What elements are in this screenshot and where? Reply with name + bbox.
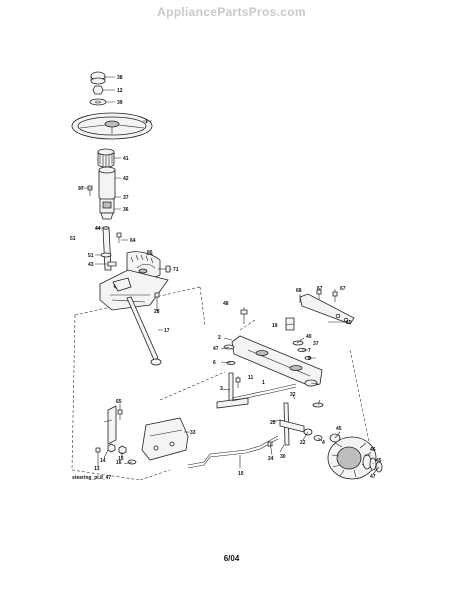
callout-25: 25	[270, 420, 276, 426]
pin-51[interactable]	[100, 252, 117, 267]
callout-30: 30	[280, 454, 286, 460]
diagram-id: steering_pl.8_47	[72, 475, 111, 481]
leader-lines	[78, 76, 380, 475]
callout-44: 44	[95, 226, 101, 232]
bolt-48[interactable]	[240, 309, 248, 324]
callout-5: 5	[308, 356, 311, 362]
callout-22: 22	[300, 440, 306, 446]
spacer-19[interactable]	[285, 317, 295, 331]
phantom-outline	[71, 286, 376, 481]
callout-65a: 65	[346, 320, 352, 326]
callout-33: 33	[190, 430, 196, 436]
steering-plate[interactable]	[99, 269, 169, 311]
control-rod-10[interactable]	[187, 435, 279, 469]
callout-37b: 37	[123, 195, 129, 201]
bolt-37a[interactable]	[87, 185, 93, 196]
callout-45a: 45	[336, 426, 342, 432]
drag-link[interactable]	[126, 296, 162, 366]
bolt-13[interactable]	[95, 447, 101, 458]
bolt-64[interactable]	[116, 232, 122, 243]
callout-40: 40	[306, 334, 312, 340]
spindle-right[interactable]	[279, 402, 305, 446]
callout-3: 3	[220, 386, 223, 392]
watermark: AppliancePartsPros.com	[157, 5, 306, 19]
callout-6: 6	[213, 360, 216, 366]
steering-boot[interactable]	[98, 166, 116, 201]
nut-14[interactable]	[107, 443, 116, 453]
spindle-left[interactable]	[216, 372, 249, 409]
steering-coupling[interactable]	[99, 198, 115, 220]
callout-32: 32	[290, 392, 296, 398]
callout-38: 38	[117, 75, 123, 81]
steering-cap[interactable]	[90, 71, 106, 85]
callout-7: 7	[308, 348, 311, 354]
callout-46: 46	[370, 447, 376, 453]
date-code: 6/04	[223, 554, 240, 563]
callout-28: 28	[154, 309, 160, 315]
callout-14: 14	[100, 458, 106, 464]
bolt-65[interactable]	[117, 409, 123, 420]
front-axle[interactable]	[231, 335, 323, 387]
callout-47a: 47	[213, 346, 219, 352]
callout-37c: 37	[313, 341, 319, 347]
callout-1: 1	[145, 119, 148, 125]
callout-39: 39	[117, 100, 123, 106]
callout-19: 19	[272, 323, 278, 329]
bolt-11[interactable]	[235, 377, 241, 388]
nut-12[interactable]	[92, 85, 104, 95]
callout-86: 86	[147, 250, 153, 256]
callout-11: 11	[248, 375, 254, 381]
washer-39[interactable]	[89, 98, 107, 106]
callout-43: 43	[88, 262, 94, 268]
callout-67a: 67	[317, 286, 323, 292]
callout-15: 15	[118, 456, 124, 462]
callout-17: 17	[164, 328, 170, 334]
callout-47b: 47	[370, 474, 376, 480]
nut-15[interactable]	[118, 445, 127, 455]
bolt-24[interactable]	[267, 441, 273, 447]
bolt-71[interactable]	[158, 265, 171, 273]
callout-1b: 1	[262, 380, 265, 386]
bolt-28[interactable]	[154, 292, 160, 305]
callout-2: 2	[218, 335, 221, 341]
callout-36: 36	[123, 207, 129, 213]
callout-41: 41	[123, 156, 129, 162]
callout-65b: 65	[116, 399, 122, 405]
mounting-bracket[interactable]	[107, 405, 189, 461]
callout-68: 68	[296, 288, 302, 294]
callout-4: 4	[322, 440, 325, 446]
steering-adapter[interactable]	[97, 148, 115, 168]
callout-64: 64	[130, 238, 136, 244]
callout-16: 16	[116, 460, 122, 466]
callout-51a: 51	[70, 236, 76, 242]
callout-71: 71	[173, 267, 179, 273]
callout-labels: 38 12 39 1 41 42 37 37 36 44 64 51 51 43…	[70, 75, 382, 480]
axle-bracket-right[interactable]	[299, 293, 355, 325]
callout-37a: 37	[78, 186, 84, 192]
front-wheel[interactable]	[327, 436, 377, 480]
callout-10: 10	[238, 471, 244, 477]
steering-wheel[interactable]	[71, 112, 153, 140]
callout-51b: 51	[88, 253, 94, 259]
callout-67b: 67	[340, 286, 346, 292]
tie-rod[interactable]	[231, 383, 297, 402]
bolt-67a[interactable]	[316, 289, 322, 300]
washer-40[interactable]	[292, 340, 304, 346]
callout-45b: 45	[376, 458, 382, 464]
callout-24: 24	[268, 456, 274, 462]
callout-48: 48	[223, 301, 229, 307]
bolt-67b[interactable]	[332, 291, 338, 302]
callout-12: 12	[117, 88, 123, 94]
callout-13: 13	[94, 466, 100, 472]
callout-42: 42	[123, 176, 129, 182]
